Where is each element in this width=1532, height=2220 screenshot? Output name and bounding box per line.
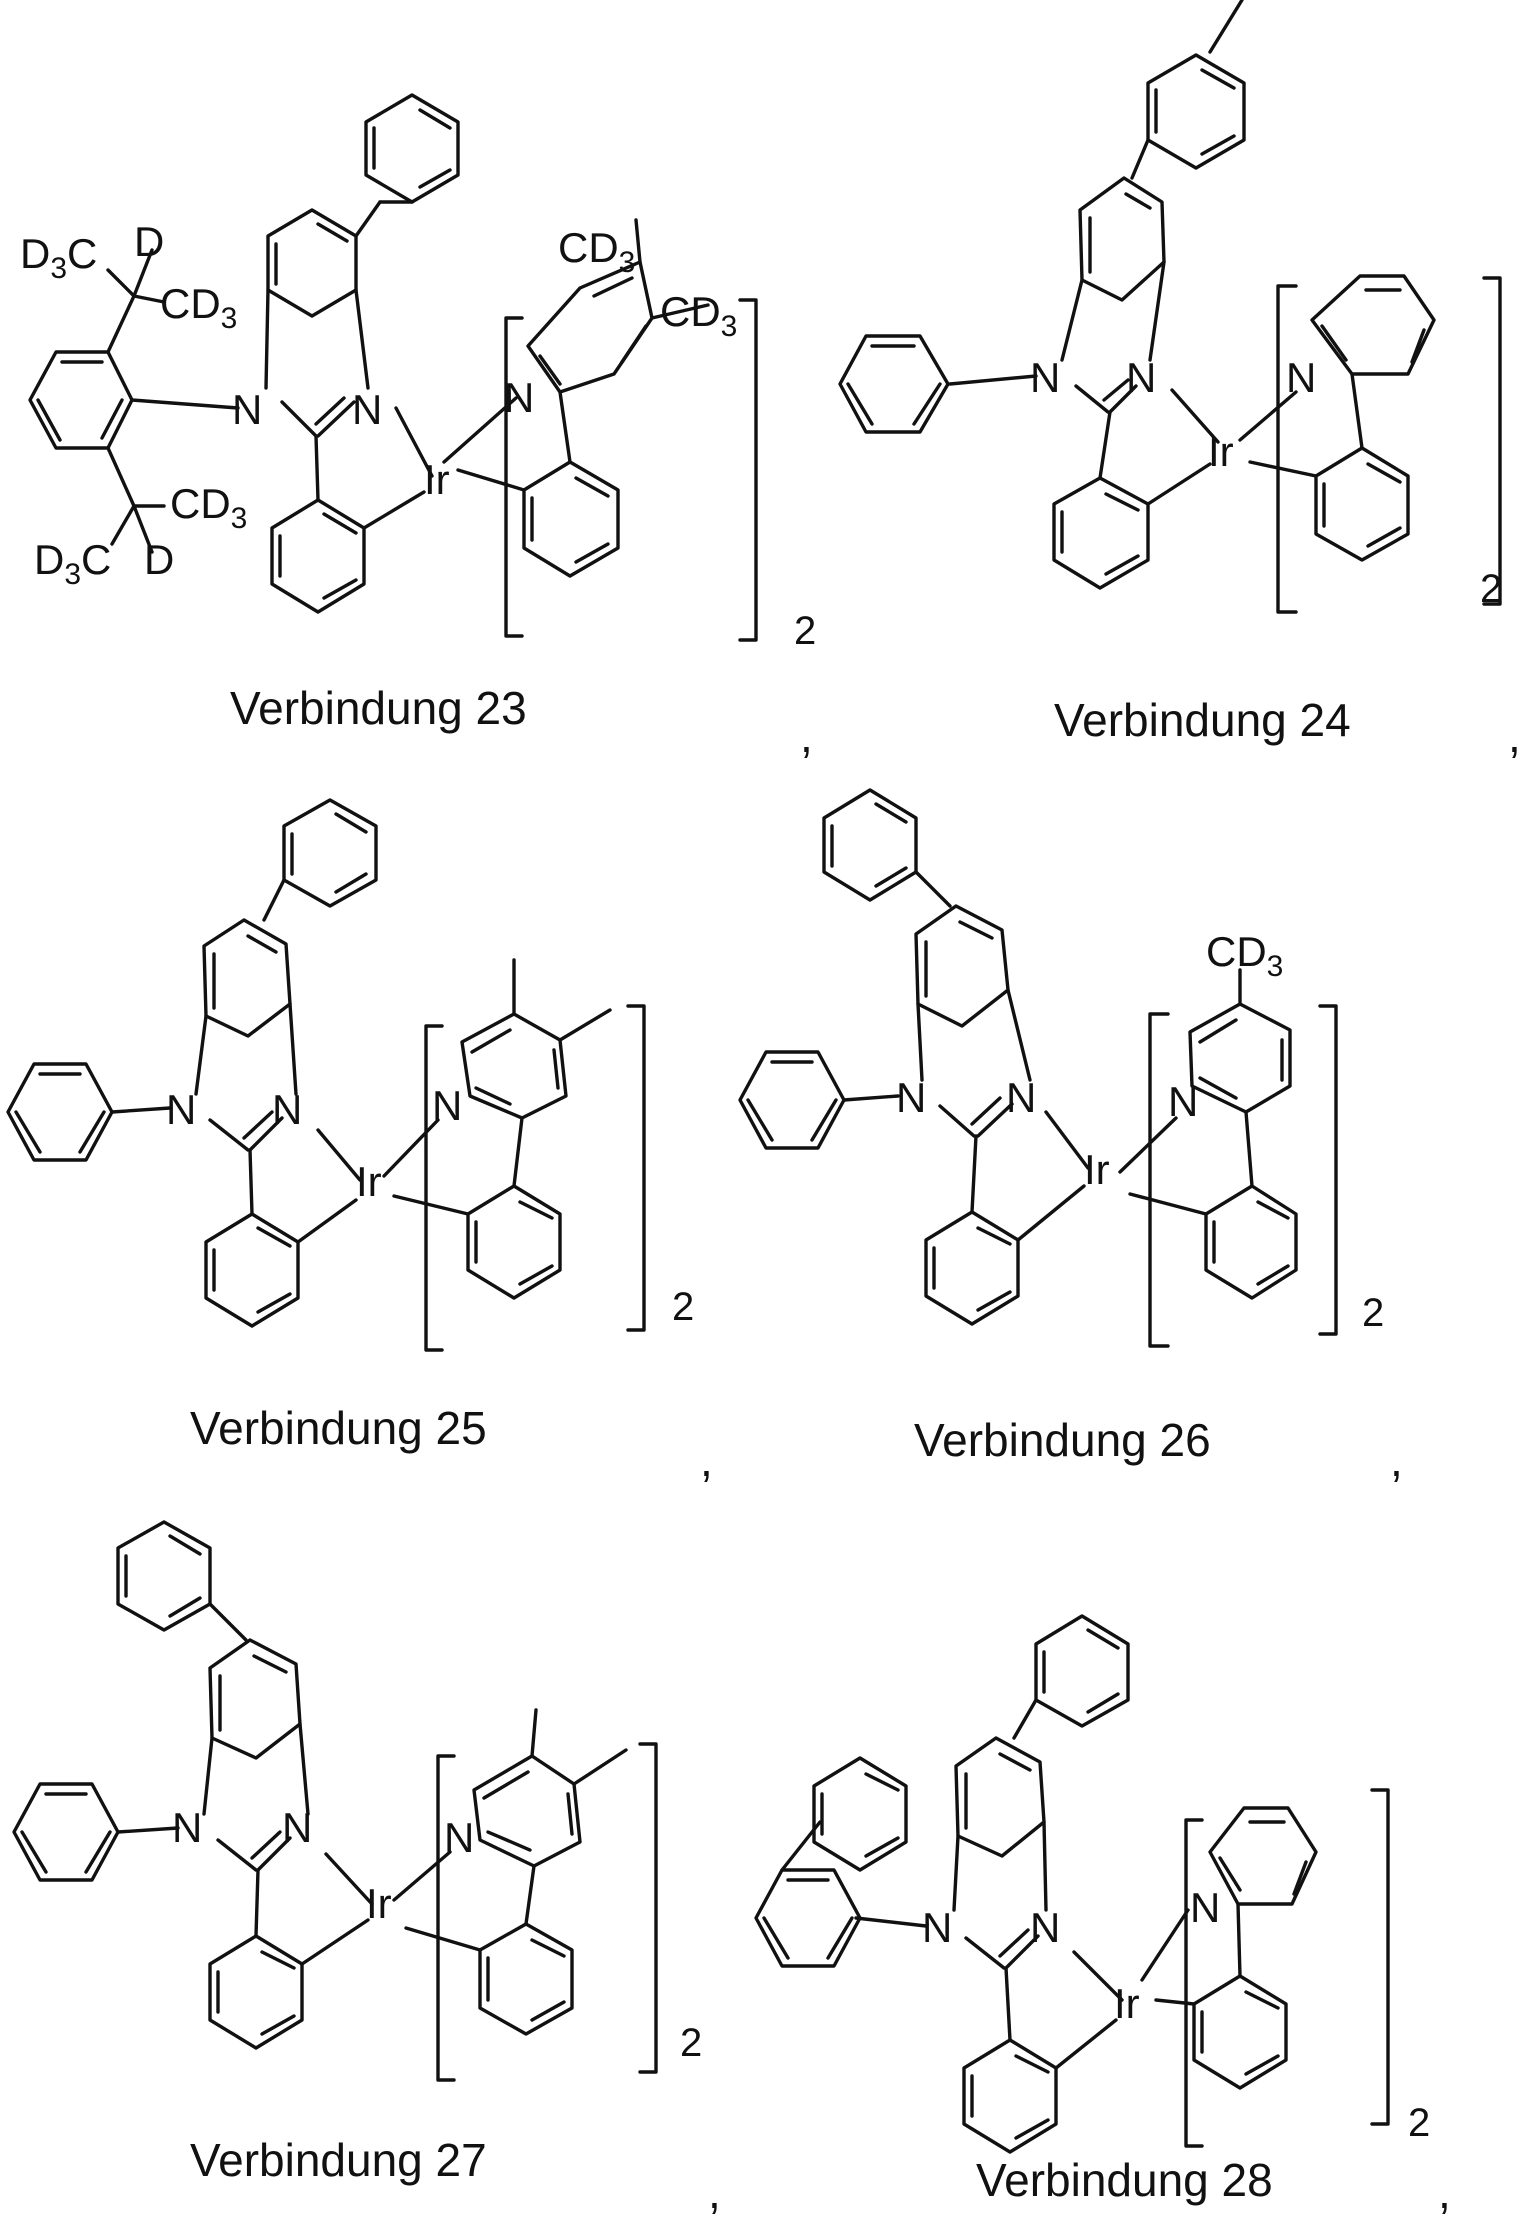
cd3-bot-23: CD3 (170, 480, 247, 535)
iridium-28: Ir (1114, 1980, 1140, 2027)
n-right-27: N (282, 1804, 312, 1851)
n-left-28: N (922, 1904, 952, 1951)
cd3-26: CD3 (1206, 928, 1283, 983)
n-left-24: N (1030, 354, 1060, 401)
comma-27: , (708, 2166, 721, 2215)
comma-25: , (700, 1434, 713, 1486)
n-right-24: N (1126, 354, 1156, 401)
bracket-index-27: 2 (680, 2021, 702, 2065)
compound-24: N N Ir N 2 Verbindung 24 , (840, 0, 1521, 762)
n-right-26: N (1006, 1074, 1036, 1121)
iridium-23: Ir (424, 456, 450, 503)
d3c-top-23: D3C (20, 230, 97, 285)
caption-28: Verbindung 28 (976, 2154, 1273, 2206)
cd3-4-23: CD3 (660, 288, 737, 343)
caption-24: Verbindung 24 (1054, 694, 1351, 746)
bracket-index-23: 2 (794, 609, 816, 653)
n-pyridine-25: N (432, 1082, 462, 1129)
comma-26: , (1390, 1434, 1403, 1486)
n-pyridine-24: N (1286, 354, 1316, 401)
caption-27: Verbindung 27 (190, 2134, 487, 2186)
n-right-25: N (272, 1086, 302, 1133)
compound-26: N N Ir N CD3 2 Verbindung 26 , (740, 790, 1403, 1486)
cd3-top-23: CD3 (160, 280, 237, 335)
bracket-index-25: 2 (672, 1285, 694, 1329)
bracket-index-24: 2 (1480, 567, 1502, 611)
comma-24: , (1508, 710, 1521, 762)
n-left-23: N (232, 386, 262, 433)
n-right-23: N (352, 386, 382, 433)
d3c-bot-23: D3C (34, 536, 111, 591)
d-bot-23: D (144, 536, 174, 583)
n-right-28: N (1030, 1904, 1060, 1951)
iridium-24: Ir (1208, 428, 1234, 475)
cd3-5-23: CD3 (558, 224, 635, 279)
d-top-23: D (134, 218, 164, 265)
bracket-index-26: 2 (1362, 1291, 1384, 1335)
n-left-27: N (172, 1804, 202, 1851)
n-pyridine-23: N (504, 374, 534, 421)
comma-23: , (800, 710, 813, 762)
n-pyridine-26: N (1168, 1078, 1198, 1125)
n-pyridine-28: N (1190, 1884, 1220, 1931)
iridium-26: Ir (1084, 1146, 1110, 1193)
n-left-25: N (166, 1086, 196, 1133)
iridium-27: Ir (366, 1880, 392, 1927)
compound-23: N N Ir N CD3 CD3 D3C D CD3 CD3 D3C D 2 V… (20, 95, 816, 762)
caption-23: Verbindung 23 (230, 682, 527, 734)
compound-28: N N Ir N 2 Verbindung 28 , (756, 1616, 1451, 2215)
caption-26: Verbindung 26 (914, 1414, 1211, 1466)
compound-25: N N Ir N 2 Verbindung 25 , (8, 800, 713, 1486)
caption-25: Verbindung 25 (190, 1402, 487, 1454)
iridium-25: Ir (356, 1158, 382, 1205)
bracket-index-28: 2 (1408, 2101, 1430, 2145)
n-left-26: N (896, 1074, 926, 1121)
n-pyridine-27: N (444, 1814, 474, 1861)
compound-27: N N Ir N 2 Verbindung 27 , (14, 1522, 721, 2215)
comma-28: , (1438, 2166, 1451, 2215)
